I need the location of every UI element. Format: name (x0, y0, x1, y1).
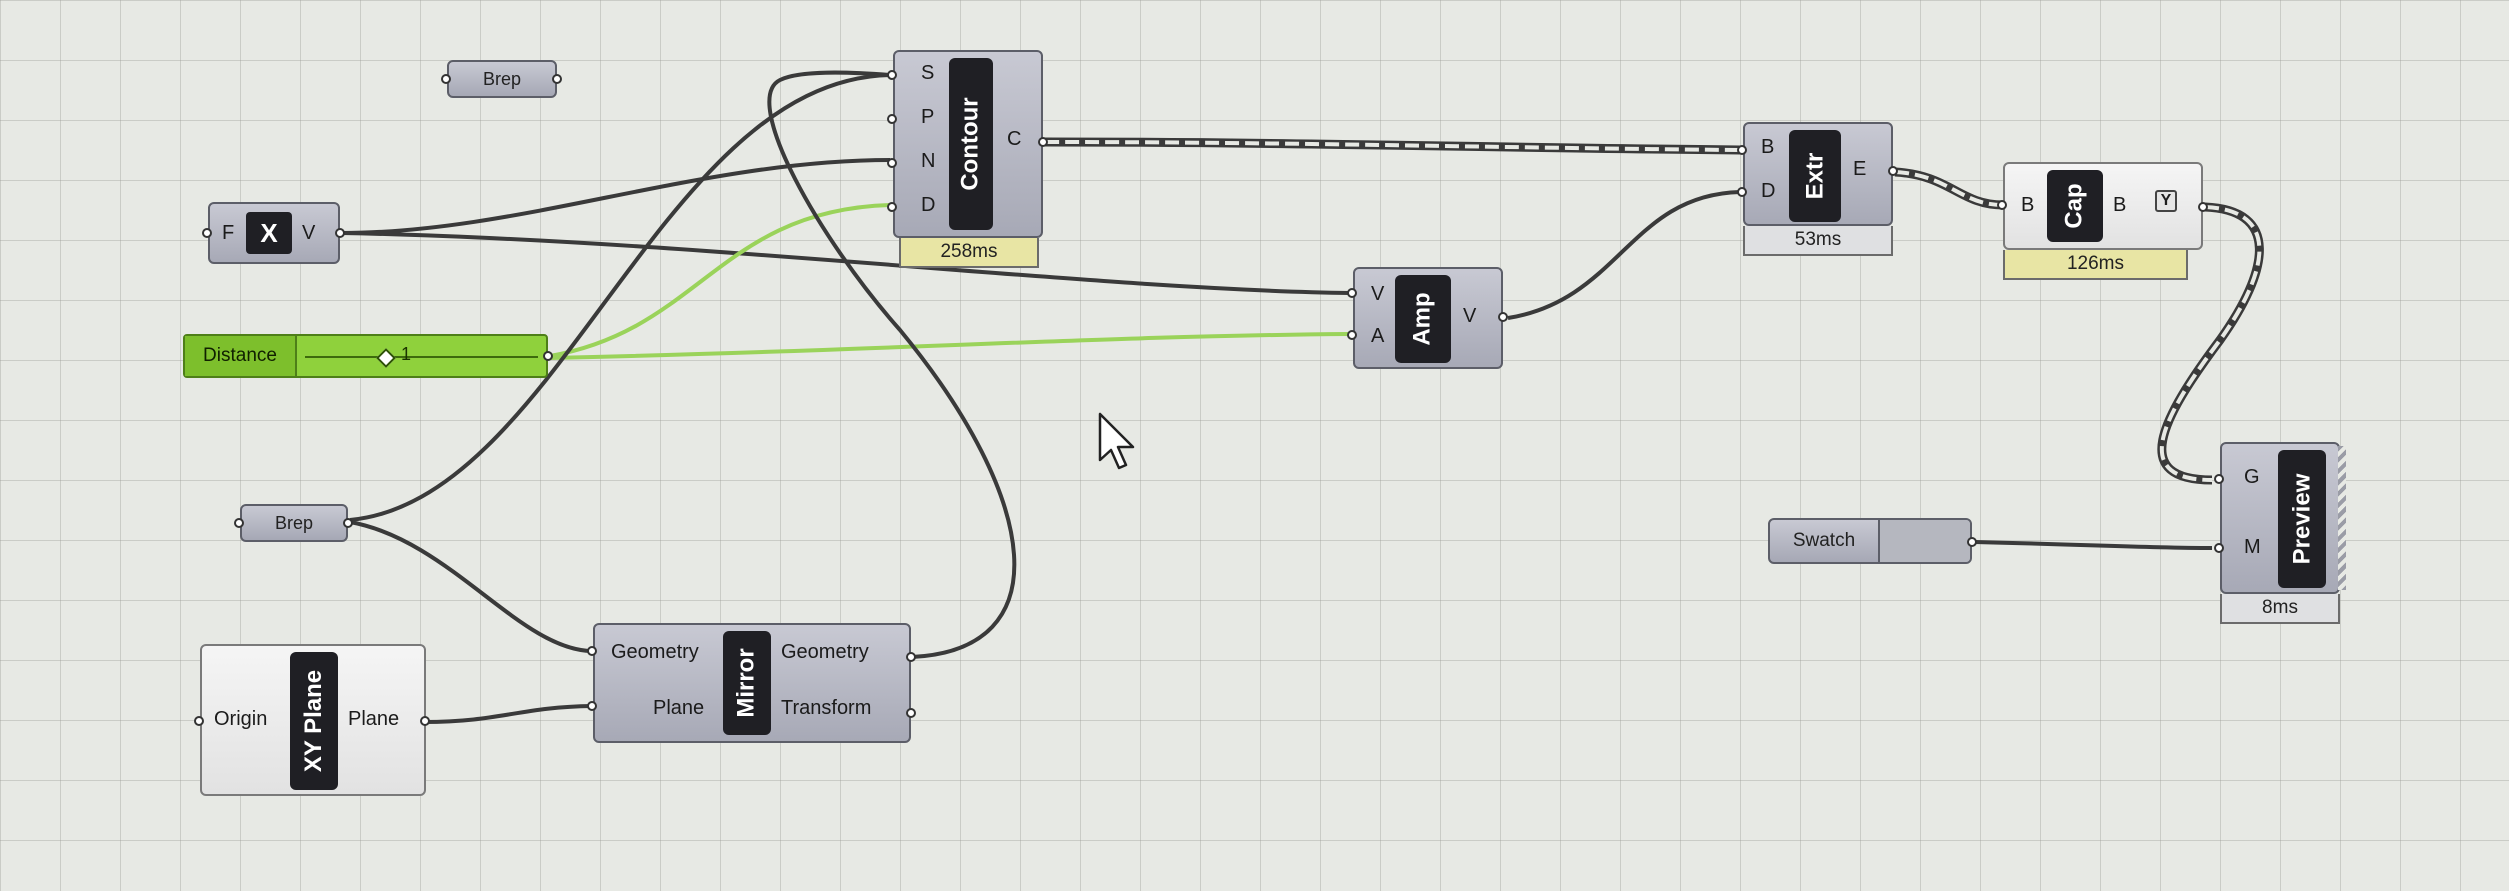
wire-amp-extr-d (1507, 190, 1741, 320)
cap-title: Cap (2047, 170, 2103, 242)
extr-d-in-grip[interactable] (1737, 187, 1747, 197)
mirror-component[interactable]: Geometry Plane Mirror Geometry Transform (593, 623, 911, 743)
contour-c-pin: C (1007, 128, 1022, 150)
contour-c-grip[interactable] (1038, 137, 1048, 147)
amp-a-in-grip[interactable] (1347, 330, 1357, 340)
preview-component[interactable]: G M Preview (2220, 442, 2340, 594)
xy-plane-title: XY Plane (290, 652, 338, 790)
swatch-label: Swatch (1770, 520, 1880, 562)
wire-toggle-amp-v (341, 231, 1351, 295)
brep-param-top[interactable]: Brep (447, 60, 557, 98)
colour-swatch[interactable]: Swatch (1768, 518, 1972, 564)
preview-m-in-grip[interactable] (2214, 543, 2224, 553)
preview-zigzag-edge (2338, 446, 2346, 590)
slider-out-grip[interactable] (543, 351, 553, 361)
contour-d-pin: D (921, 194, 936, 216)
xyplane-in-grip[interactable] (194, 716, 204, 726)
wire-extr-cap-b (1894, 167, 2004, 210)
contour-n-pin: N (921, 150, 936, 172)
extr-timer: 53ms (1743, 226, 1893, 256)
cap-b-out-grip[interactable] (2198, 202, 2208, 212)
wire-toggle-contour-n (341, 158, 891, 235)
amp-v-in: V (1371, 283, 1385, 305)
contour-timer: 258ms (899, 238, 1039, 268)
extr-title: Extr (1789, 130, 1841, 222)
extrude-component[interactable]: B D Extr E (1743, 122, 1893, 226)
mirror-geometry-out: Geometry (781, 641, 869, 663)
amplitude-component[interactable]: V A Amp V (1353, 267, 1503, 369)
swatch-color-box[interactable] (1880, 520, 1970, 562)
preview-m-in: M (2244, 536, 2261, 558)
toggle-x-icon[interactable]: X (246, 212, 292, 254)
brep-label: Brep (274, 512, 314, 533)
mirror-title: Mirror (723, 631, 771, 735)
slider-value: 1 (401, 344, 412, 364)
contour-title: Contour (949, 58, 993, 230)
preview-timer: 8ms (2220, 594, 2340, 624)
mirror-plane-in-grip[interactable] (587, 701, 597, 711)
extr-e-out: E (1853, 158, 1867, 180)
contour-component[interactable]: S P N D Contour C (893, 50, 1043, 238)
toggle-in-grip[interactable] (202, 228, 212, 238)
wire-brep-contour-s (349, 73, 891, 522)
slider-knob[interactable] (376, 348, 396, 368)
toggle-input-pin: F (222, 222, 235, 244)
amp-v-out: V (1463, 305, 1477, 327)
mirror-transform-out: Transform (781, 697, 872, 719)
preview-g-in: G (2244, 466, 2260, 488)
mirror-plane-in: Plane (653, 697, 705, 719)
brep-mid-in-grip[interactable] (234, 518, 244, 528)
cap-b-out: B (2113, 194, 2127, 216)
xy-plane-component[interactable]: Origin XY Plane Plane (200, 644, 426, 796)
cap-toggle-icon[interactable]: Y (2155, 190, 2177, 212)
slider-label: Distance (185, 336, 297, 376)
cap-component[interactable]: B Cap B Y (2003, 162, 2203, 250)
extr-d-in: D (1761, 180, 1776, 202)
origin-pin: Origin (214, 708, 268, 730)
brep-label: Brep (482, 68, 522, 89)
brep-top-in-grip[interactable] (441, 74, 451, 84)
wire-swatch-preview-m (1974, 540, 2213, 550)
wire-slider-amp-a (549, 332, 1351, 360)
cap-b-in: B (2021, 194, 2035, 216)
contour-d-grip[interactable] (887, 202, 897, 212)
preview-g-in-grip[interactable] (2214, 474, 2224, 484)
amp-v-in-grip[interactable] (1347, 288, 1357, 298)
amp-title: Amp (1395, 275, 1451, 363)
mirror-geometry-out-grip[interactable] (906, 652, 916, 662)
cap-timer: 126ms (2003, 250, 2188, 280)
amp-v-out-grip[interactable] (1498, 312, 1508, 322)
extr-e-out-grip[interactable] (1888, 166, 1898, 176)
toggle-output-pin: V (302, 222, 316, 244)
wire-contour-extr-b (1044, 137, 1741, 155)
contour-p-grip[interactable] (887, 114, 897, 124)
plane-pin: Plane (348, 708, 400, 730)
distance-slider[interactable]: Distance 1 (183, 334, 548, 378)
xyplane-out-grip[interactable] (420, 716, 430, 726)
mouse-cursor-icon (1098, 412, 1135, 470)
extr-b-in: B (1761, 136, 1775, 158)
wire-xyplane-mirror-plane (423, 704, 593, 724)
contour-s-pin: S (921, 62, 935, 84)
preview-title: Preview (2278, 450, 2326, 588)
boolean-toggle[interactable]: F X V (208, 202, 340, 264)
cap-b-in-grip[interactable] (1997, 200, 2007, 210)
slider-track[interactable] (305, 356, 538, 358)
extr-b-in-grip[interactable] (1737, 145, 1747, 155)
brep-param-mid[interactable]: Brep (240, 504, 348, 542)
contour-p-pin: P (921, 106, 935, 128)
amp-a-in: A (1371, 325, 1385, 347)
wire-brep-mirror-geometry (349, 520, 593, 653)
mirror-geometry-in-grip[interactable] (587, 646, 597, 656)
contour-n-grip[interactable] (887, 158, 897, 168)
toggle-out-grip[interactable] (335, 228, 345, 238)
mirror-geometry-in: Geometry (611, 641, 699, 663)
mirror-transform-out-grip[interactable] (906, 708, 916, 718)
contour-s-grip[interactable] (887, 70, 897, 80)
brep-top-out-grip[interactable] (552, 74, 562, 84)
wire-slider-contour-d (549, 203, 891, 358)
brep-mid-out-grip[interactable] (343, 518, 353, 528)
swatch-out-grip[interactable] (1967, 537, 1977, 547)
